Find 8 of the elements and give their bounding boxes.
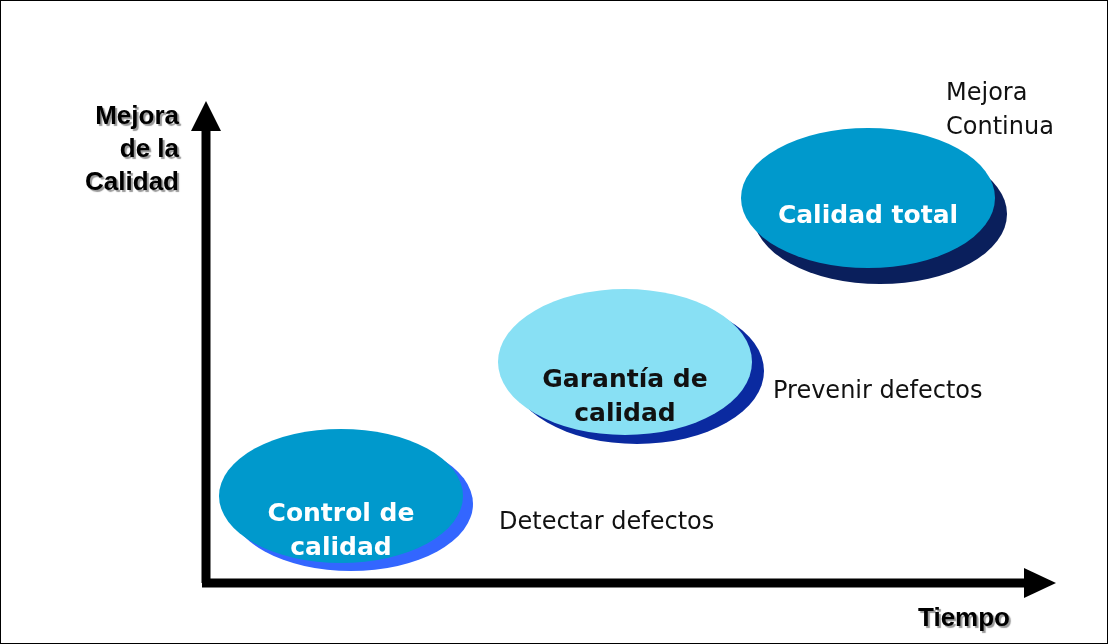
stage-note: Prevenir defectos [773,375,983,406]
stage-note: Detectar defectos [499,506,715,537]
axis-title: Tiempo [918,601,1011,634]
stage-note: Mejora Continua [946,77,1055,142]
axis-title: Mejora de la Calidad [84,99,179,198]
stage-label: Garantía de calidad [541,363,709,429]
stage-label: Control de calidad [266,497,416,563]
stage-label: Calidad total [776,199,960,231]
